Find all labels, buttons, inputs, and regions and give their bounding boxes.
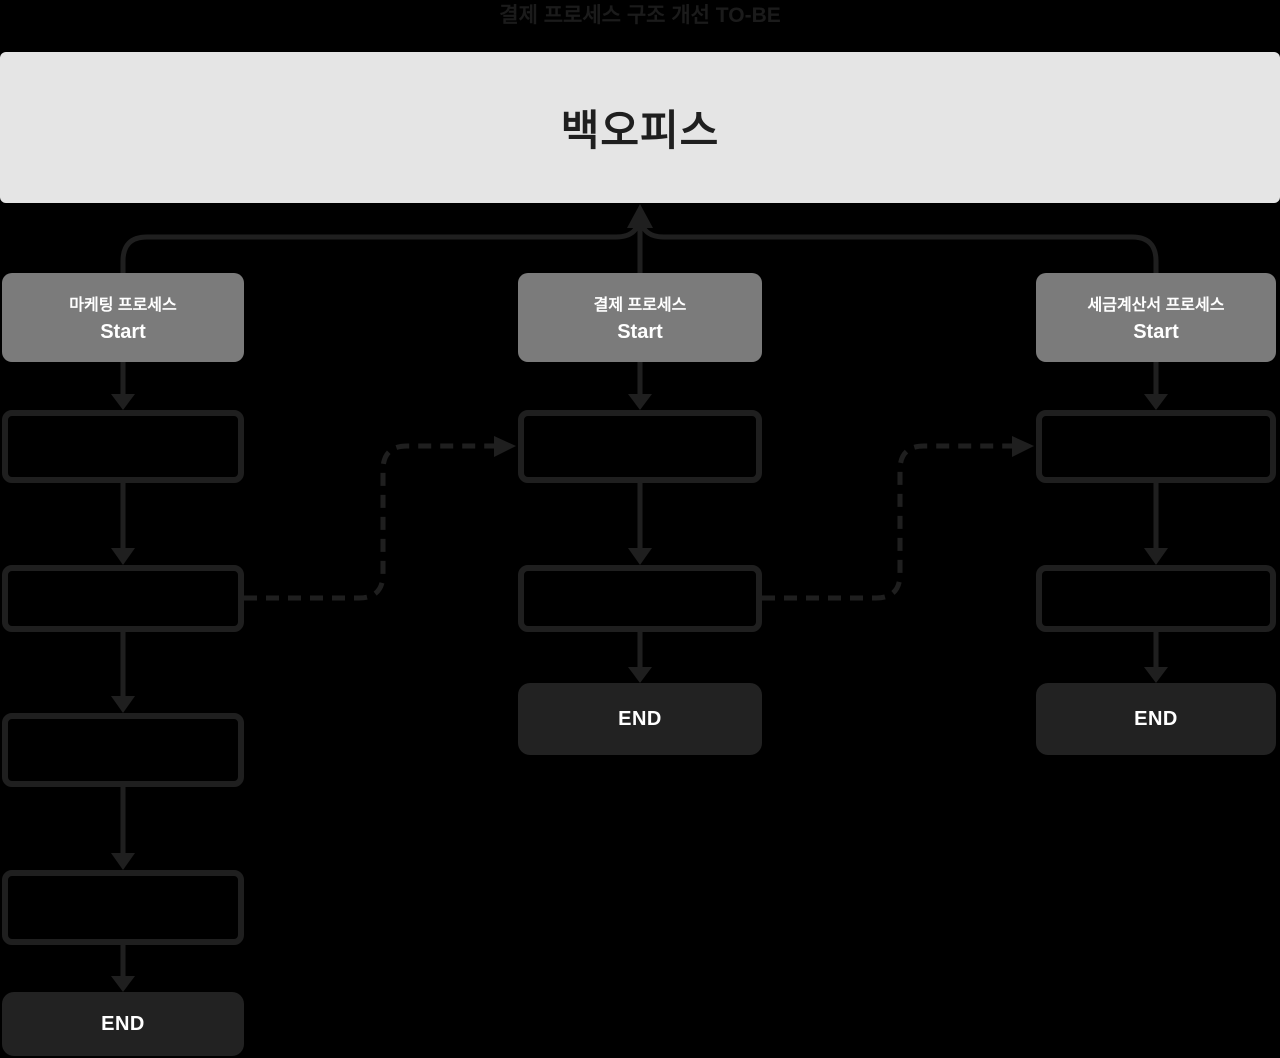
taxinvoice-step-box-2 [1036, 565, 1276, 632]
arrowhead-right-taxinvoice [1012, 436, 1034, 457]
payment-step-box-2 [518, 565, 762, 632]
taxinvoice-step-box-1 [1036, 410, 1276, 483]
arrowhead-up-root [627, 204, 653, 228]
marketing-step-box-1 [2, 410, 244, 483]
taxinvoice-end-box: END [1036, 683, 1276, 755]
payment-end-box: END [518, 683, 762, 755]
marketing-step-box-4 [2, 870, 244, 945]
backoffice-root-box: 백오피스 [0, 52, 1280, 203]
marketing-start-box: 마케팅 프로세스 Start [2, 273, 244, 362]
payment-step-box-1 [518, 410, 762, 483]
payment-process-label: 결제 프로세스 [593, 297, 687, 314]
taxinvoice-start-label: Start [1133, 321, 1179, 343]
taxinvoice-start-box: 세금계산서 프로세스 Start [1036, 273, 1276, 362]
dashed-link-marketing-to-payment [244, 443, 494, 601]
marketing-start-label: Start [100, 321, 146, 343]
dashed-link-payment-to-taxinvoice [762, 443, 1012, 601]
bracket-right-branch [637, 210, 1159, 273]
backoffice-label: 백오피스 [560, 107, 720, 154]
marketing-step-box-3 [2, 713, 244, 787]
payment-start-label: Start [617, 321, 663, 343]
marketing-step-box-2 [2, 565, 244, 632]
diagram-title: 결제 프로세스 구조 개선 TO-BE [499, 4, 781, 27]
arrowhead-right-payment [494, 436, 516, 457]
taxinvoice-process-label: 세금계산서 프로세스 [1087, 297, 1225, 314]
marketing-process-label: 마케팅 프로세스 [69, 297, 177, 314]
marketing-end-box: END [2, 992, 244, 1056]
payment-start-box: 결제 프로세스 Start [518, 273, 762, 362]
bracket-left-branch [120, 210, 643, 273]
